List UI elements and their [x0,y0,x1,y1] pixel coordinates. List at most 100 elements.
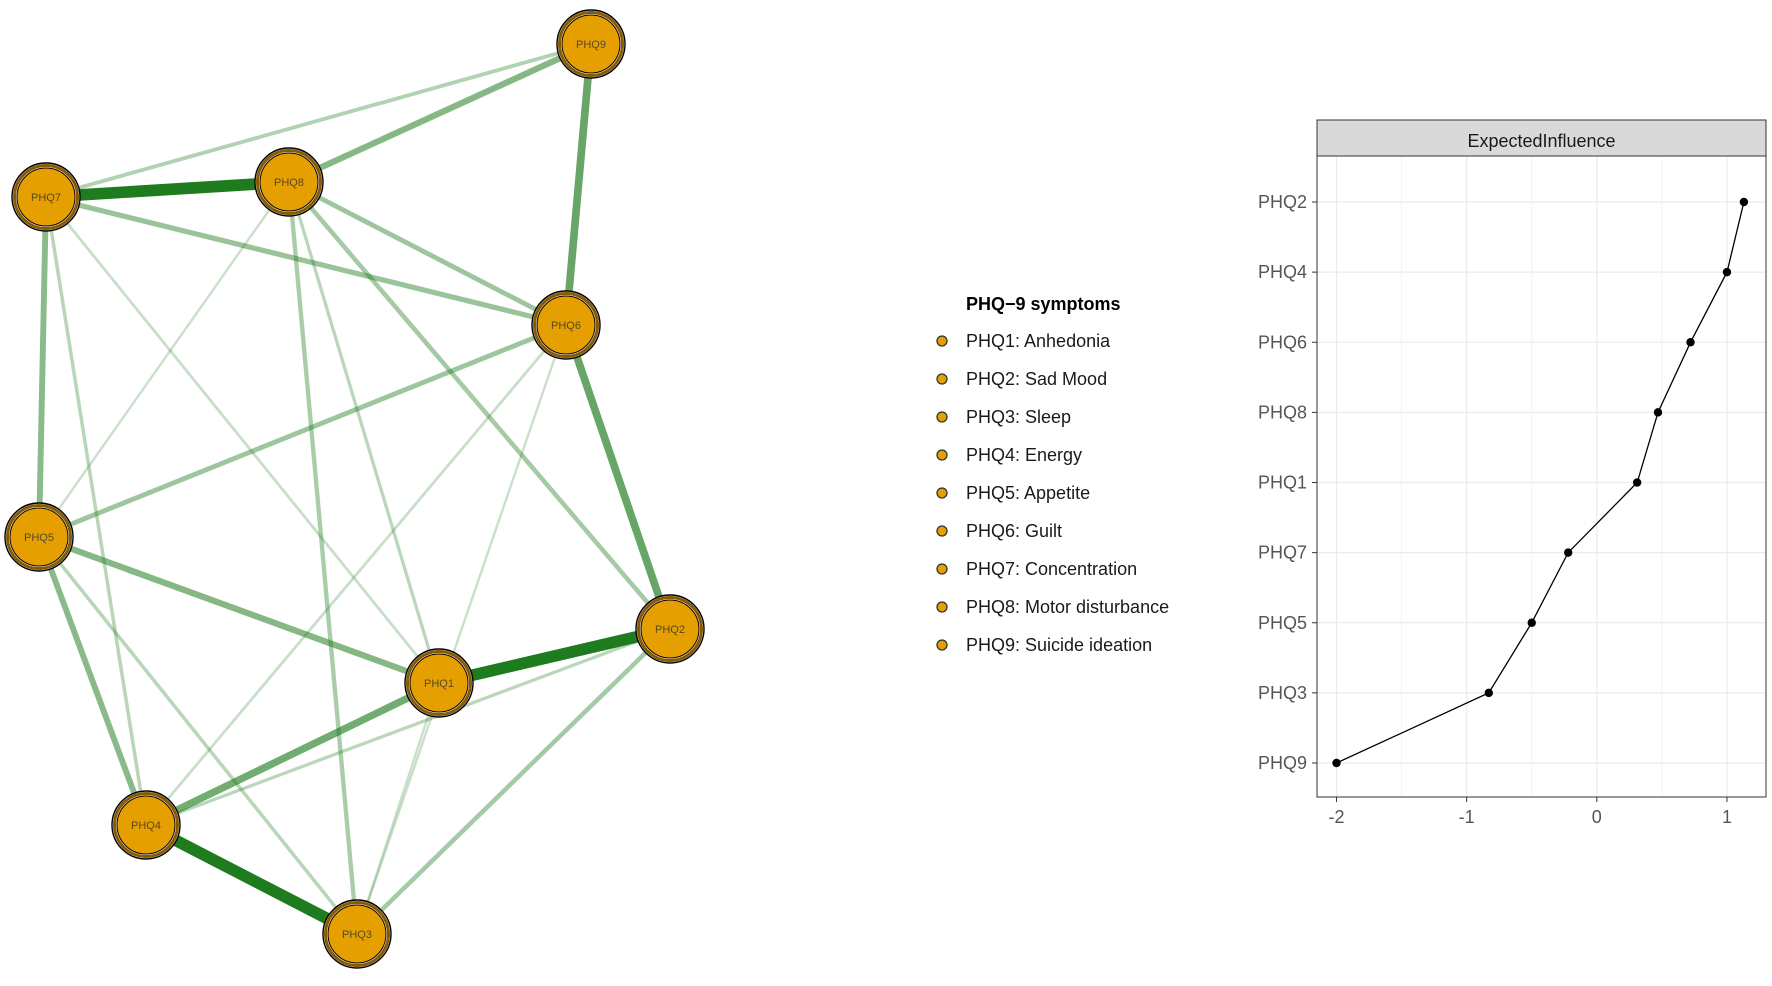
network-edges [35,40,676,940]
node-pie-ring [6,504,72,570]
legend-swatch [936,411,948,423]
node-pie-ring [637,596,703,662]
edge-phq5-phq1 [35,533,443,687]
legend-item: PHQ5: Appetite [936,483,1090,503]
edge-phq5-phq3 [37,535,359,936]
legend-swatch [936,335,948,347]
edge-phq1-phq3 [355,681,441,936]
y-tick-label: PHQ4 [1258,262,1307,282]
node-pie-ring [558,11,624,77]
y-tick-label: PHQ6 [1258,332,1307,352]
edge-phq7-phq8 [40,176,295,203]
legend-label: PHQ9: Suicide ideation [966,635,1152,655]
legend-item: PHQ4: Energy [936,445,1082,465]
node-phq9: PHQ9 [556,9,626,79]
y-tick-label: PHQ5 [1258,613,1307,633]
legend-swatch [936,373,948,385]
panel-border [1316,155,1767,798]
edge-phq1-phq2 [433,623,676,689]
node-label: PHQ4 [131,820,161,832]
node-body [16,167,76,227]
legend-swatch [936,601,948,613]
edge-phq6-phq5 [36,322,569,540]
point-phq5 [1527,618,1536,627]
point-phq9 [1332,758,1341,768]
edge-phq7-phq5 [36,194,49,540]
node-body [409,653,469,713]
point-phq7 [1563,548,1573,557]
point-phq4 [1722,267,1732,277]
x-axis-ticks: -2 -1 0 1 [1329,797,1732,827]
edge-phq8-phq5 [37,180,291,539]
edge-phq6-phq3 [355,323,568,936]
edge-phq4-phq2 [144,627,672,827]
legend-title: PHQ−9 symptoms [966,294,1121,314]
node-label: PHQ3 [342,929,372,941]
plot-panel [1316,155,1767,798]
node-phq6: PHQ6 [531,290,601,360]
node-phq8: PHQ8 [254,147,324,217]
node-label: PHQ1 [424,678,454,690]
edge-phq7-phq6 [43,194,569,328]
legend-item: PHQ3: Sleep [936,407,1071,427]
legend-swatch [936,525,948,537]
legend-label: PHQ1: Anhedonia [966,331,1111,351]
node-phq7: PHQ7 [11,162,81,232]
legend-swatch [936,449,948,461]
edge-phq8-phq1 [287,180,441,685]
edge-phq2-phq3 [354,626,673,937]
node-body [9,507,69,567]
legend-label: PHQ2: Sad Mood [966,369,1107,389]
strip-title: ExpectedInfluence [1467,131,1615,151]
legend-swatch [936,639,948,651]
x-tick-label: 0 [1592,807,1602,827]
x-tick-label: -1 [1459,807,1475,827]
edge-phq5-phq4 [36,534,149,828]
y-tick-label: PHQ2 [1258,192,1307,212]
point-phq1 [1632,478,1642,487]
node-pie-ring [13,164,79,230]
legend-item: PHQ6: Guilt [936,521,1062,541]
legend-item: PHQ1: Anhedonia [936,331,1111,351]
node-phq2: PHQ2 [635,594,705,664]
legend-label: PHQ5: Appetite [966,483,1090,503]
edge-phq8-phq9 [285,40,595,186]
series-points [1332,197,1749,768]
edge-phq6-phq2 [562,321,674,633]
node-phq3: PHQ3 [322,899,392,969]
point-phq8 [1653,408,1663,417]
node-body [116,795,176,855]
edge-phq4-phq3 [140,819,363,940]
edge-phq7-phq9 [44,42,593,199]
node-label: PHQ7 [31,192,61,204]
node-pie-ring [324,901,390,967]
point-phq3 [1484,688,1493,698]
legend-label: PHQ7: Concentration [966,559,1137,579]
grid-lines [1317,156,1766,797]
y-tick-label: PHQ8 [1258,402,1307,422]
legend-label: PHQ3: Sleep [966,407,1071,427]
point-phq2 [1739,197,1749,207]
node-pie-ring [256,149,322,215]
legend-item: PHQ2: Sad Mood [936,369,1107,389]
legend-label: PHQ4: Energy [966,445,1082,465]
node-phq5: PHQ5 [4,502,74,572]
legend-swatch [936,487,948,499]
legend-item: PHQ9: Suicide ideation [936,635,1152,655]
legend-item: PHQ7: Concentration [936,559,1137,579]
strip-header [1316,119,1767,157]
x-tick-label: -2 [1329,807,1345,827]
y-tick-label: PHQ1 [1258,473,1307,493]
node-phq4: PHQ4 [111,790,181,860]
x-tick-label: 1 [1722,807,1732,827]
node-phq1: PHQ1 [404,648,474,718]
node-body [640,599,700,659]
node-body [327,904,387,964]
legend-label: PHQ8: Motor disturbance [966,597,1169,617]
node-pie-ring [406,650,472,716]
expected-influence-chart: ExpectedInfluence PHQ9PHQ3PHQ5PHQ7PHQ1PH… [1258,119,1767,827]
node-label: PHQ9 [576,39,606,51]
